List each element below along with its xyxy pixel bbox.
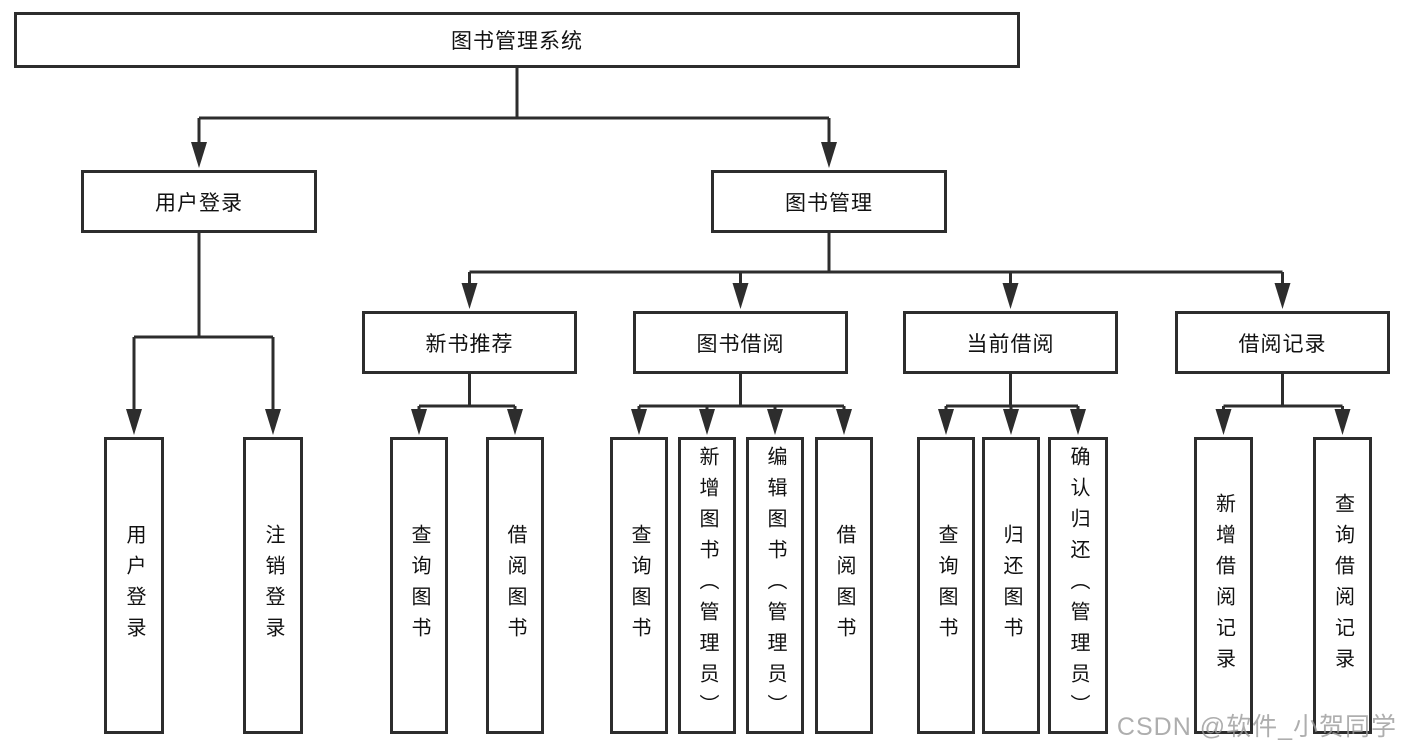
connector-book-mgmt — [468, 233, 1284, 285]
node-query-borrow-record: 查询借阅记录 — [1313, 437, 1372, 734]
connector-current-borrow — [944, 374, 1080, 411]
connector-root — [197, 68, 831, 144]
arrowhead-query-borrow-record — [1334, 409, 1351, 435]
node-label-new-book-rec: 新书推荐 — [425, 332, 514, 356]
node-label-return-book: 归还图书 — [1000, 523, 1022, 648]
node-label-query-borrow-record: 查询借阅记录 — [1331, 492, 1354, 679]
node-label-query-book-current: 查询图书 — [935, 523, 957, 648]
arrowhead-logout-user — [265, 409, 281, 435]
node-borrow-book-rec: 借阅图书 — [486, 437, 544, 734]
node-add-book-admin: 新增图书（管理员） — [678, 437, 736, 734]
arrowhead-add-book-admin — [699, 409, 715, 435]
node-query-book-current: 查询图书 — [917, 437, 975, 734]
arrowhead-user-login — [191, 142, 207, 168]
node-label-book-mgmt: 图书管理 — [785, 191, 873, 215]
arrowhead-book-mgmt — [821, 142, 837, 168]
node-edit-book-admin: 编辑图书（管理员） — [746, 437, 804, 734]
node-confirm-return: 确认归还（管理员） — [1048, 437, 1108, 734]
arrowhead-query-book-current — [938, 409, 954, 435]
node-logout-user: 注销登录 — [243, 437, 303, 734]
arrowhead-confirm-return — [1070, 409, 1086, 435]
connector-new-book-rec — [417, 374, 517, 411]
node-label-add-book-admin: 新增图书（管理员） — [696, 446, 718, 725]
arrowhead-edit-book-admin — [767, 409, 783, 435]
connector-user-login — [132, 233, 275, 411]
connector-borrow-records — [1222, 374, 1344, 411]
node-add-borrow-record: 新增借阅记录 — [1194, 437, 1253, 734]
node-label-user-login: 用户登录 — [155, 191, 243, 215]
node-label-login-user: 用户登录 — [123, 523, 145, 648]
arrowhead-add-borrow-record — [1215, 409, 1232, 435]
node-label-query-book-rec: 查询图书 — [408, 523, 430, 648]
node-label-logout-user: 注销登录 — [262, 523, 284, 648]
node-book-mgmt: 图书管理 — [711, 170, 947, 233]
node-label-confirm-return: 确认归还（管理员） — [1067, 446, 1089, 725]
node-label-borrow-book-rec: 借阅图书 — [504, 523, 526, 648]
watermark-text: CSDN @软件_小贺同学 — [1116, 713, 1397, 741]
arrowhead-borrow-book-borrow — [836, 409, 852, 435]
arrowhead-query-book-rec — [411, 409, 427, 435]
node-query-book-borrow: 查询图书 — [610, 437, 668, 734]
node-label-add-borrow-record: 新增借阅记录 — [1212, 492, 1235, 679]
node-borrow-book-borrow: 借阅图书 — [815, 437, 873, 734]
arrowhead-new-book-rec — [461, 283, 478, 309]
node-return-book: 归还图书 — [982, 437, 1040, 734]
arrowhead-current-borrow — [1002, 283, 1019, 309]
node-user-login: 用户登录 — [81, 170, 317, 233]
node-book-borrow: 图书借阅 — [633, 311, 848, 374]
node-label-borrow-book-borrow: 借阅图书 — [833, 523, 855, 648]
node-root: 图书管理系统 — [14, 12, 1020, 68]
connector-book-borrow — [637, 374, 846, 411]
arrowhead-borrow-book-rec — [507, 409, 523, 435]
arrowhead-login-user — [126, 409, 142, 435]
arrowhead-return-book — [1003, 409, 1019, 435]
node-query-book-rec: 查询图书 — [390, 437, 448, 734]
arrowhead-query-book-borrow — [631, 409, 647, 435]
arrowhead-book-borrow — [732, 283, 749, 309]
node-label-query-book-borrow: 查询图书 — [628, 523, 650, 648]
node-label-current-borrow: 当前借阅 — [966, 332, 1055, 356]
node-label-book-borrow: 图书借阅 — [696, 332, 785, 356]
node-current-borrow: 当前借阅 — [903, 311, 1118, 374]
node-new-book-rec: 新书推荐 — [362, 311, 577, 374]
node-label-borrow-records: 借阅记录 — [1238, 332, 1327, 356]
node-label-edit-book-admin: 编辑图书（管理员） — [764, 446, 786, 725]
arrowhead-borrow-records — [1274, 283, 1291, 309]
node-borrow-records: 借阅记录 — [1175, 311, 1390, 374]
node-login-user: 用户登录 — [104, 437, 164, 734]
node-label-root: 图书管理系统 — [451, 30, 583, 53]
